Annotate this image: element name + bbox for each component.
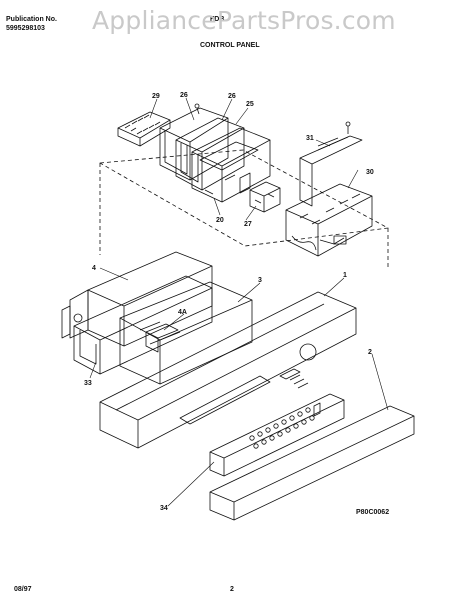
callout-25: 25 [246, 101, 254, 108]
diagram-code: P80C0062 [356, 509, 389, 516]
part-26-overlay-frame [159, 107, 229, 181]
callout-4: 4 [92, 265, 96, 272]
callout-26-right: 26 [228, 93, 236, 100]
callout-1: 1 [343, 272, 347, 279]
screw-icon [345, 121, 351, 134]
callout-29: 29 [152, 93, 160, 100]
publication-label: Publication No. [6, 16, 57, 23]
part-20-housing-bracket [191, 127, 271, 203]
callout-33: 33 [84, 380, 92, 387]
part-34-overlay-label [209, 393, 345, 477]
callout-27: 27 [244, 221, 252, 228]
footer-page-number: 2 [230, 586, 234, 593]
part-4a-bracket [145, 323, 179, 353]
watermark: AppliancePartsPros.com [92, 6, 396, 35]
part-33-gasket [73, 275, 213, 375]
leader-lines [89, 97, 389, 507]
callout-30: 30 [366, 169, 374, 176]
part-29-keypad-membrane [117, 111, 171, 147]
model-number-partial: FDB [210, 16, 225, 23]
section-title: CONTROL PANEL [200, 42, 260, 49]
part-27-switch [249, 181, 281, 213]
callout-20: 20 [216, 217, 224, 224]
part-2-trim-strip [209, 405, 415, 521]
screw-icon [194, 103, 200, 115]
dashed-guide-frame-lower [99, 163, 389, 268]
callout-34: 34 [160, 505, 168, 512]
callout-2: 2 [368, 349, 372, 356]
publication-number: 5995298103 [6, 25, 45, 32]
callout-31: 31 [306, 135, 314, 142]
callout-4a: 4A [178, 309, 187, 316]
part-1-control-panel-front [99, 291, 357, 449]
part-30-control-board [285, 183, 373, 257]
part-31-display-lens [299, 135, 363, 207]
part-25-trim-ring [175, 117, 245, 191]
callout-3: 3 [258, 277, 262, 284]
callout-26-left: 26 [180, 92, 188, 99]
footer-date: 08/97 [14, 586, 32, 593]
part-3-insulation-panel [119, 281, 253, 385]
